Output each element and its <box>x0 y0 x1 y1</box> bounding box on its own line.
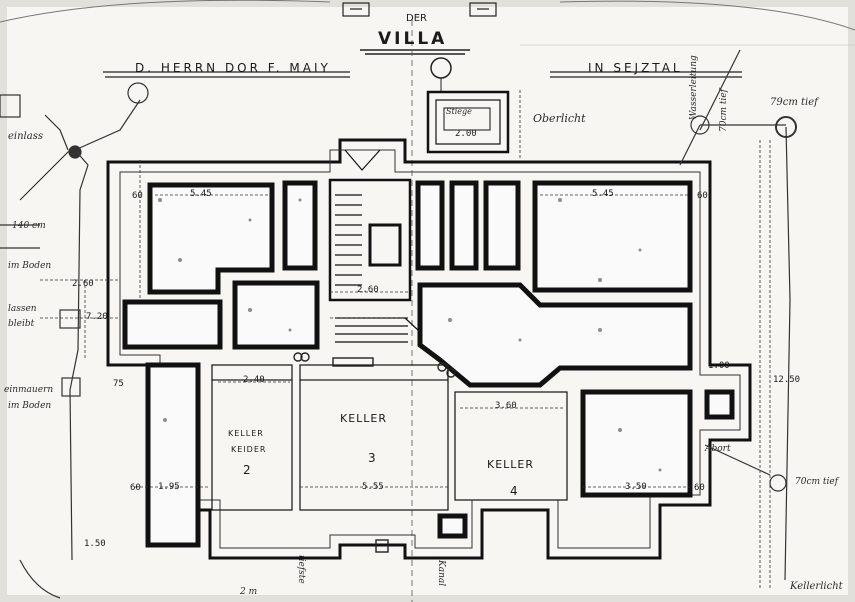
header-der: DER <box>406 13 427 24</box>
note-79-tief: 79cm tief <box>770 97 818 108</box>
dim-720: 7.20 <box>86 312 108 322</box>
room-label-left-1: KELLER <box>228 429 264 438</box>
note-wasserleitung: Wasserleitung <box>689 55 699 120</box>
building-outline <box>106 138 752 560</box>
note-kellerlicht: Kellerlicht <box>790 581 843 592</box>
dim-60-c: 60 <box>130 483 141 493</box>
note-einmauern: einmauern <box>4 385 54 395</box>
note-im-boden: im Boden <box>8 261 52 271</box>
dim-555: 5.55 <box>362 482 384 492</box>
note-tiefste: tiefste <box>296 555 306 584</box>
note-2m: 2 m <box>240 587 258 597</box>
dim-240: 2.40 <box>243 375 265 385</box>
room-label-keller-right: KELLER <box>487 458 535 471</box>
note-im-boden-2: im Boden <box>8 401 52 411</box>
note-70-tief: 70cm tief <box>795 477 839 487</box>
note-abort: Abort <box>705 444 731 454</box>
header-villa: VILLA <box>378 29 448 49</box>
room-label-left-2: KEIDER <box>231 445 267 454</box>
note-70-tief-top: 70cm tief <box>719 88 729 132</box>
room-number-2: 2 <box>243 463 251 477</box>
rooms-upper <box>122 180 735 548</box>
dim-60-d: 60 <box>694 483 705 493</box>
note-140: 140 cm <box>12 221 46 231</box>
dim-100: 1.00 <box>708 361 730 371</box>
dim-545-left: 5.45 <box>190 189 212 199</box>
header-owner: D. HERRN DOR F. MAIY <box>135 61 331 75</box>
dim-260b: 2.60 <box>72 279 94 289</box>
note-stiege: Stiege <box>446 107 472 116</box>
dim-75: 75 <box>113 379 124 389</box>
room-label-keller-center: KELLER <box>340 412 388 425</box>
left-pipes <box>0 82 149 599</box>
note-kanal: Kanal <box>436 560 446 587</box>
note-einlass: einlass <box>8 131 43 142</box>
dim-195: 1.95 <box>158 482 180 492</box>
dim-260: 2.60 <box>357 285 379 295</box>
rooms-lower <box>211 364 568 511</box>
note-lassen: lassen <box>8 304 37 314</box>
dim-150: 1.50 <box>84 539 106 549</box>
header-marks <box>342 2 497 17</box>
dim-60-a: 60 <box>132 191 143 201</box>
note-oberlicht: Oberlicht <box>533 112 586 125</box>
right-pipes <box>520 44 855 581</box>
header-place: IN SEJZTAL <box>588 61 683 75</box>
title-ornament <box>360 49 470 55</box>
room-number-4: 4 <box>510 484 518 498</box>
dimension-lines <box>40 90 771 590</box>
room-number-3: 3 <box>368 451 376 465</box>
dim-60-b: 60 <box>697 191 708 201</box>
dim-1250: 12.50 <box>773 375 801 385</box>
dim-350: 3.50 <box>625 482 647 492</box>
note-bleibt: bleibt <box>8 319 35 329</box>
dim-200: 2.00 <box>455 129 477 139</box>
dim-545-right: 5.45 <box>592 189 614 199</box>
dim-360: 3.60 <box>495 401 517 411</box>
